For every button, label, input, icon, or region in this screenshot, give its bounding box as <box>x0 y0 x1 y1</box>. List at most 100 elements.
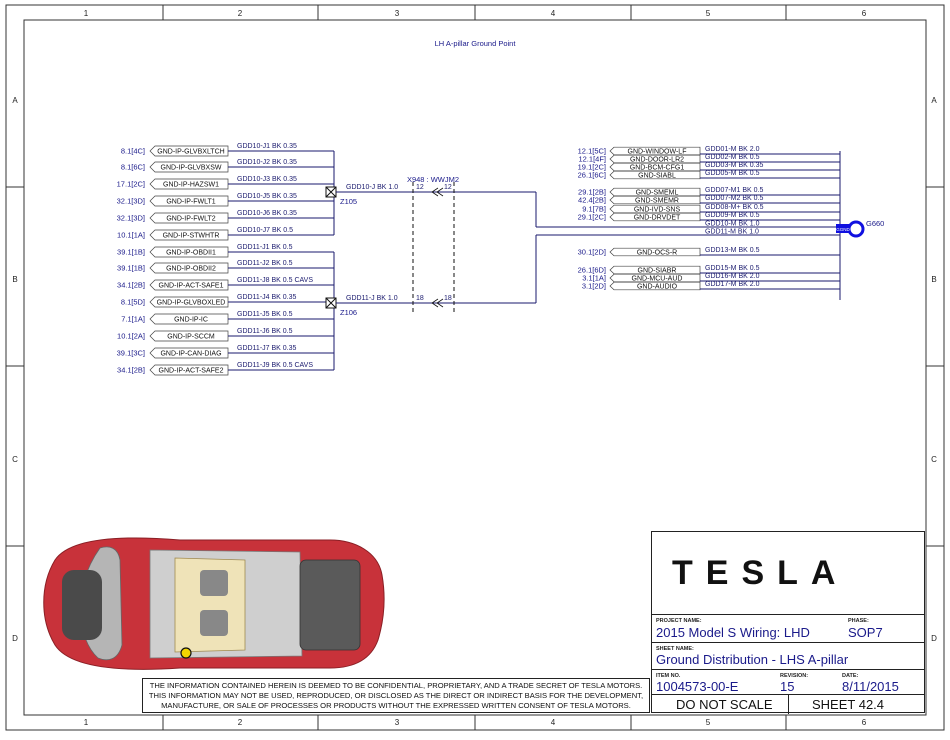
right-pin-tag <box>609 247 701 257</box>
revision-label: REVISION: <box>780 673 809 679</box>
left-pin-ref: 32.1[3D] <box>117 214 145 223</box>
left-pin-ref: 32.1[3D] <box>117 197 145 206</box>
project-label: PROJECT NAME: <box>656 618 702 624</box>
right-pin-tag <box>609 162 701 172</box>
left-pin-name: GND-IP-GLVBXLTCH <box>157 149 224 156</box>
right-pin-ref: 12.1[5C] <box>578 147 606 156</box>
right-pin-ref: 9.1[7B] <box>582 205 606 214</box>
connector-chevron <box>431 298 444 308</box>
project-name: 2015 Model S Wiring: LHD <box>656 625 810 640</box>
right-pin-name: GND-SIABR <box>638 267 677 274</box>
left-pin-ref: 34.1[2B] <box>117 281 145 290</box>
right-pin-name: GND-WINDOW-LF <box>628 148 687 155</box>
left-wire-label: GDD10-J7 BK 0.5 <box>237 227 293 234</box>
right-wire-label: GDD13-M BK 0.5 <box>705 247 760 254</box>
grid-row-label-right: A <box>931 96 937 105</box>
right-pin-ref: 42.4[2B] <box>578 196 606 205</box>
right-pin-tag <box>609 265 701 275</box>
right-pin-ref: 29.1[2C] <box>578 213 606 222</box>
scale-divider <box>788 695 789 714</box>
grid-col-label-bottom: 2 <box>238 718 243 727</box>
right-pin-ref: 30.1[2D] <box>578 248 606 257</box>
grid-col-label-top: 5 <box>706 9 711 18</box>
right-pin-ref: 3.1[1A] <box>582 274 606 283</box>
grid-row-label-left: A <box>12 96 18 105</box>
right-pin-ref: 3.1[2D] <box>582 282 606 291</box>
left-wire-label: GDD11-J5 BK 0.5 <box>237 311 293 318</box>
right-pin-tag <box>609 204 701 214</box>
left-pin-name: GND-IP-HAZSW1 <box>163 182 219 189</box>
right-wire-label: GDD02-M BK 0.5 <box>705 154 760 161</box>
notice-line: THE INFORMATION CONTAINED HEREIN IS DEEM… <box>149 681 643 690</box>
splice-wire-label: GDD11-J BK 1.0 <box>346 295 398 302</box>
left-pin-ref: 8.1[4C] <box>121 147 145 156</box>
splice-id: Z106 <box>340 308 357 317</box>
right-pin-ref: 26.1[6D] <box>578 266 606 275</box>
right-pin-ref: 12.1[4F] <box>578 155 606 164</box>
left-wire-label: GDD11-J6 BK 0.5 <box>237 328 293 335</box>
right-wire-label: GDD05-M BK 0.5 <box>705 170 760 177</box>
grid-col-label-top: 4 <box>551 9 556 18</box>
left-pin-name: GND-IP-OBDII1 <box>166 250 216 257</box>
grid-col-label-top: 3 <box>395 9 400 18</box>
left-wire-label: GDD11-J2 BK 0.5 <box>237 260 293 267</box>
left-wire-label: GDD10-J6 BK 0.35 <box>237 210 297 217</box>
grid-col-label-bottom: 5 <box>706 718 711 727</box>
left-pin-name: GND-IP-IC <box>174 317 208 324</box>
left-wire-label: GDD11-J7 BK 0.35 <box>237 345 297 352</box>
ground-point-inner-label: GGND <box>836 227 850 232</box>
right-wire-label: GDD17-M BK 2.0 <box>705 281 760 288</box>
right-pin-name: GND-IVD-SNS <box>634 206 681 213</box>
right-pin-name: GND-OCS-R <box>637 249 677 256</box>
left-pin-name: GND-IP-SCCM <box>167 334 215 341</box>
sheet-name: Ground Distribution - LHS A-pillar <box>656 652 849 667</box>
grid-col-label-bottom: 6 <box>862 718 867 727</box>
right-wire-label: GDD03-M BK 0.35 <box>705 162 763 169</box>
diagram-title: LH A-pillar Ground Point <box>435 39 517 48</box>
title-block: TESLA PROJECT NAME: 2015 Model S Wiring:… <box>651 531 925 714</box>
left-pin-ref: 34.1[2B] <box>117 366 145 375</box>
right-pin-tag <box>609 187 701 197</box>
connector-pin-right: 18 <box>444 295 452 302</box>
left-pin-ref: 10.1[1A] <box>117 231 145 240</box>
splice-id: Z105 <box>340 197 357 206</box>
connector-pin-right: 12 <box>444 184 452 191</box>
scale-row: DO NOT SCALE SHEET 42.4 <box>652 694 924 714</box>
sheet-name-row: SHEET NAME: Ground Distribution - LHS A-… <box>652 642 924 671</box>
left-pin-name: GND-IP-OBDII2 <box>166 266 216 273</box>
project-row: PROJECT NAME: 2015 Model S Wiring: LHD P… <box>652 614 924 643</box>
sheet-number: SHEET 42.4 <box>812 697 885 712</box>
item-label: ITEM NO. <box>656 673 681 679</box>
phase-value: SOP7 <box>848 625 883 640</box>
left-wire-label: GDD10-J3 BK 0.35 <box>237 176 297 183</box>
grid-row-label-right: C <box>931 455 937 464</box>
splice-wire-label: GDD10-J BK 1.0 <box>346 184 398 191</box>
trunk-wire-label: GDD10-M BK 1.0 <box>705 221 760 228</box>
left-wire-label: GDD11-J4 BK 0.35 <box>237 294 297 301</box>
left-pin-ref: 17.1[2C] <box>117 180 145 189</box>
left-pin-ref: 8.1[6C] <box>121 163 145 172</box>
right-pin-tag <box>609 154 701 164</box>
right-pin-ref: 19.1[2C] <box>578 163 606 172</box>
right-pin-name: GND-MCU-AUD <box>632 275 683 282</box>
right-wire-label: GDD16-M BK 2.0 <box>705 273 760 280</box>
connector-chevron <box>431 187 444 197</box>
grid-row-label-right: D <box>931 634 937 643</box>
left-pin-name: GND-IP-FWLT1 <box>166 199 215 206</box>
left-pin-name: GND-IP-ACT-SAFE2 <box>159 368 224 375</box>
grid-col-label-top: 2 <box>238 9 243 18</box>
grid-col-label-top: 1 <box>84 9 89 18</box>
connector-pin-left: 18 <box>416 295 424 302</box>
right-pin-tag <box>609 195 701 205</box>
notice-line: MANUFACTURE, OR SALE OF PROCESSES OR PRO… <box>161 701 631 710</box>
grid-row-label-right: B <box>931 275 936 284</box>
left-pin-ref: 39.1[3C] <box>117 349 145 358</box>
grid-col-label-top: 6 <box>862 9 867 18</box>
ground-location-marker <box>180 647 192 659</box>
grid-col-label-bottom: 4 <box>551 718 556 727</box>
right-wire-label: GDD09-M BK 0.5 <box>705 212 760 219</box>
